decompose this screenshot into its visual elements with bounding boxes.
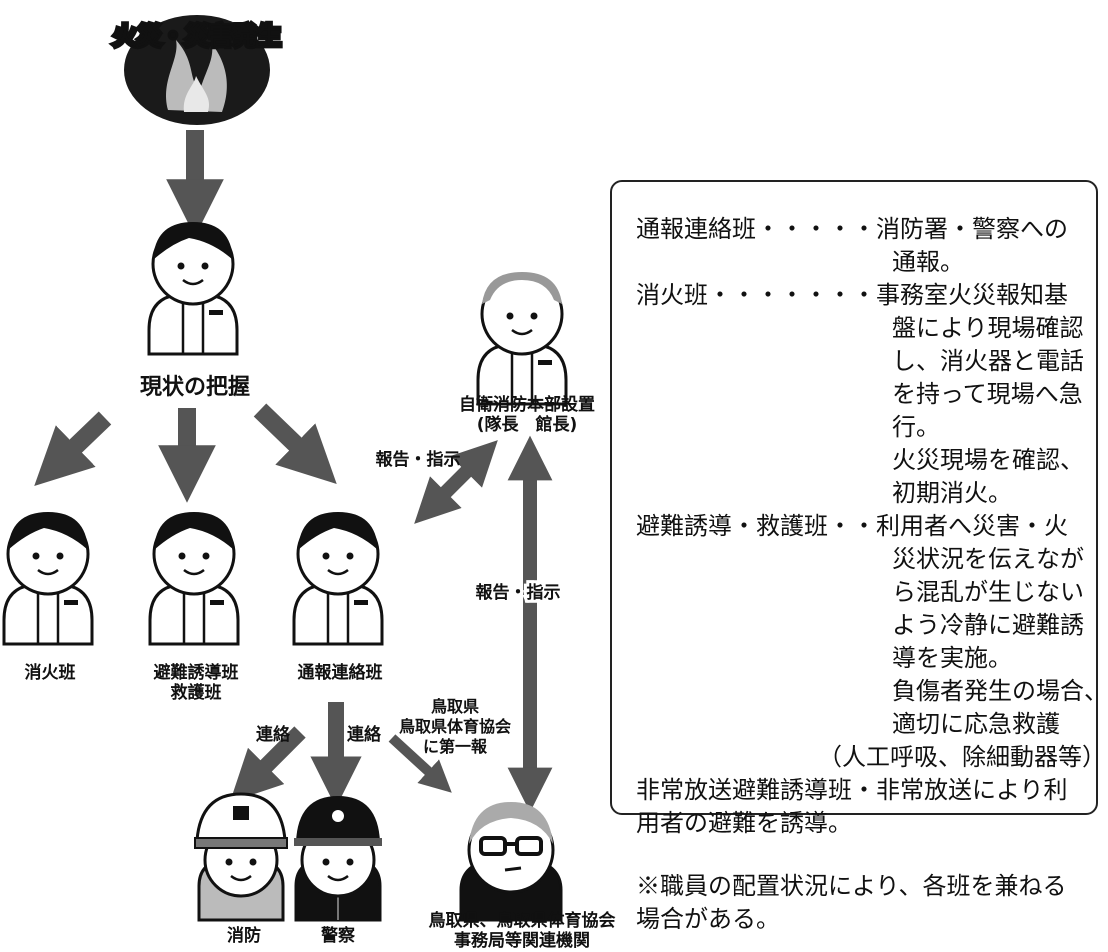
legend-line-13: よう冷静に避難誘 (892, 611, 1084, 639)
pref-msg-line3: に第一報 (423, 737, 488, 756)
legend-line-21: 場合がある。 (636, 905, 780, 933)
legend-line-2: 通報。 (892, 248, 964, 276)
arrow-to-firefighters (229, 726, 306, 803)
report-instruct-label-1: 報告・指示 (376, 449, 461, 470)
legend-line-14: 導を実施。 (892, 644, 1012, 672)
hq-label-line2: (隊長 館長) (477, 414, 578, 435)
legend-line-12: ら混乱が生じない (892, 578, 1084, 606)
legend-line-7: 行。 (892, 413, 940, 441)
arrow-to-pref (388, 734, 452, 793)
legend-line-17: （人工呼吸、除細動器等） (818, 743, 1106, 771)
firefighter-icon (194, 792, 288, 922)
arrow-to-comm-team (253, 403, 337, 484)
firefighters-label: 消防 (227, 925, 261, 946)
evac-team-person-icon (148, 512, 240, 646)
legend-line-1: 通報連絡班・・・・・消防署・警察への (636, 215, 1068, 243)
evac-team-label-line2: 救護班 (171, 682, 222, 703)
contact-label-1: 連絡 (256, 724, 291, 745)
legend-line-3: 消火班・・・・・・・事務室火災報知基 (636, 281, 1068, 309)
arrow-comm-hq (414, 440, 498, 524)
legend-line-18: 非常放送避難誘導班・非常放送により利 (636, 776, 1068, 804)
comm-team-label: 通報連絡班 (298, 662, 383, 683)
disaster-label: 火災・災害発生 (113, 22, 281, 50)
legend-line-9: 初期消火。 (892, 479, 1012, 507)
legend-line-4: 盤により現場確認 (892, 314, 1084, 342)
contact-label-2: 連絡 (347, 724, 382, 745)
arrow-to-fire-team (34, 411, 112, 486)
comm-team-person-icon (292, 512, 384, 646)
legend-line-15: 負傷者発生の場合、 (892, 677, 1108, 705)
pref-label-line2: 事務局等関連機関 (454, 930, 590, 951)
pref-msg-line1: 鳥取県 (431, 697, 479, 716)
assess-person-icon (147, 222, 239, 356)
evac-team-label-line1: 避難誘導班 (154, 662, 239, 683)
legend-line-10: 避難誘導・救護班・・利用者へ災害・火 (636, 512, 1068, 540)
hq-person-icon (476, 272, 568, 406)
fire-icon (124, 15, 270, 125)
fire-team-person-icon (2, 512, 94, 646)
fire-team-label: 消火班 (25, 662, 76, 683)
official-icon (459, 802, 563, 922)
hq-label-line1: 自衛消防本部設置 (459, 394, 595, 415)
police-label: 警察 (320, 925, 356, 946)
report-instruct-label-2: 報告・指示 (476, 582, 561, 603)
legend-line-6: を持って現場へ急 (892, 380, 1083, 408)
legend-line-5: し、消火器と電話 (892, 347, 1084, 375)
legend-line-19: 用者の避難を誘導。 (636, 809, 852, 837)
legend-line-16: 適切に応急救護 (892, 710, 1060, 738)
legend-line-8: 火災現場を確認、 (892, 446, 1084, 474)
legend-box (610, 180, 1098, 815)
assess-label: 現状の把握 (140, 374, 250, 400)
legend-line-11: 災状況を伝えなが (892, 545, 1084, 573)
legend-line-20: ※職員の配置状況により、各班を兼ねる (636, 872, 1067, 900)
pref-msg-line2: 鳥取県体育協会 (399, 717, 511, 736)
pref-label-line1: 鳥取県、鳥取県体育協会 (429, 910, 616, 931)
police-icon (294, 796, 382, 922)
